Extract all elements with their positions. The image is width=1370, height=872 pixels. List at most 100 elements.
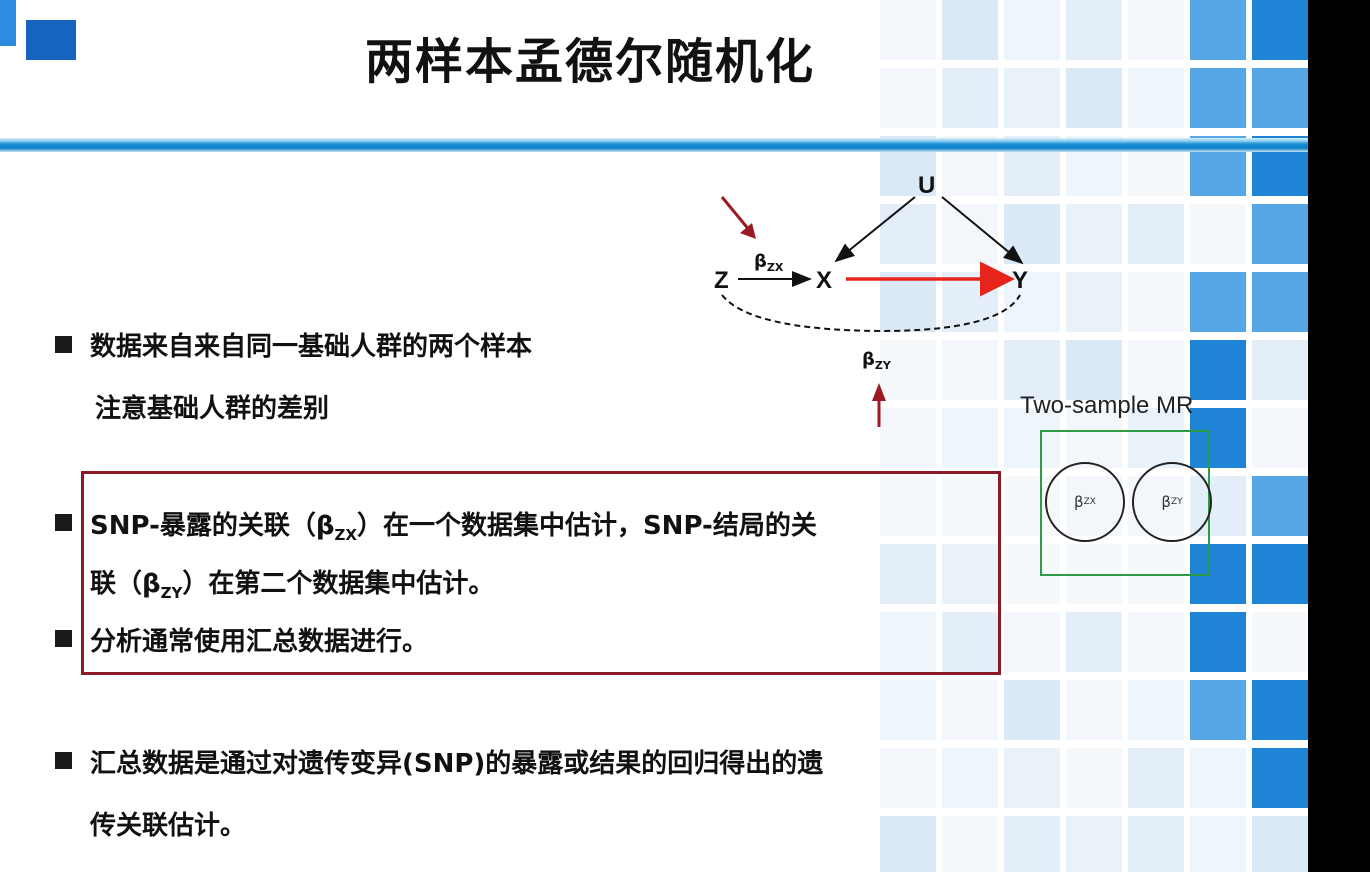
background-tile	[1190, 612, 1246, 672]
background-tile	[1004, 612, 1060, 672]
background-tile	[1252, 476, 1308, 536]
background-tile	[880, 748, 936, 808]
background-tile	[880, 680, 936, 740]
bullet-4-line-2: 传关联估计。	[90, 811, 247, 841]
beta-zx-label: βZX	[754, 251, 784, 274]
background-tile	[1252, 612, 1308, 672]
background-tile	[1190, 680, 1246, 740]
background-tile	[1252, 68, 1308, 128]
background-tile	[1066, 0, 1122, 60]
background-tile	[1252, 0, 1308, 60]
background-tile	[880, 68, 936, 128]
background-tile	[1190, 816, 1246, 872]
background-tile	[1004, 340, 1060, 400]
edge-u-y	[941, 196, 1024, 265]
background-tile	[880, 0, 936, 60]
bullet-square-icon	[55, 336, 72, 353]
node-z: Z	[714, 267, 729, 294]
background-tile	[1252, 544, 1308, 604]
background-tile	[1128, 272, 1184, 332]
bullet-2-line-1: SNP-暴露的关联（βZX）在一个数据集中估计，SNP-结局的关	[90, 511, 817, 544]
bullet-1-line-2: 注意基础人群的差别	[95, 394, 330, 424]
background-tile	[942, 340, 998, 400]
bullet-square-icon	[55, 752, 72, 769]
background-tile	[1190, 408, 1246, 468]
background-tile	[1066, 612, 1122, 672]
background-tile	[1066, 340, 1122, 400]
background-tile	[880, 476, 936, 536]
background-tile	[1128, 748, 1184, 808]
screen-edge	[1308, 0, 1370, 872]
background-tile	[880, 816, 936, 872]
background-tile	[1128, 68, 1184, 128]
background-tile	[880, 544, 936, 604]
background-tile	[1066, 204, 1122, 264]
bullet-square-icon	[55, 630, 72, 647]
corner-logo-icon	[0, 0, 76, 60]
background-tile	[942, 816, 998, 872]
background-tile	[1066, 408, 1122, 468]
background-tile	[1066, 68, 1122, 128]
background-tile	[1066, 816, 1122, 872]
background-tile	[1004, 0, 1060, 60]
background-tile	[1252, 340, 1308, 400]
background-tile	[942, 544, 998, 604]
mr-panel-label: Two-sample MR	[1020, 392, 1194, 419]
node-x: X	[816, 267, 832, 294]
background-tile	[1004, 680, 1060, 740]
background-tile	[942, 748, 998, 808]
background-tile	[942, 68, 998, 128]
background-tile	[880, 612, 936, 672]
background-tile	[942, 204, 998, 264]
bullet-square-icon	[55, 514, 72, 531]
background-tile	[1252, 272, 1308, 332]
highlight-box	[81, 471, 1001, 675]
background-tile	[1252, 816, 1308, 872]
header-divider	[0, 138, 1308, 152]
background-tile	[942, 408, 998, 468]
bullet-1-line-1: 数据来自来自同一基础人群的两个样本	[90, 332, 533, 362]
background-tile	[1004, 816, 1060, 872]
edge-z-y-dashed	[721, 294, 1021, 333]
node-u: U	[918, 172, 935, 199]
node-y: Y	[1012, 267, 1028, 294]
background-tile	[1190, 340, 1246, 400]
background-tile	[1066, 748, 1122, 808]
background-tile	[1128, 340, 1184, 400]
bullet-3-line-1: 分析通常使用汇总数据进行。	[90, 627, 429, 657]
background-tile	[1190, 68, 1246, 128]
background-tile	[1004, 68, 1060, 128]
background-tile	[1190, 204, 1246, 264]
background-tile	[942, 680, 998, 740]
background-tile	[1004, 408, 1060, 468]
background-tile	[942, 612, 998, 672]
background-tile	[1128, 816, 1184, 872]
background-tile	[1190, 272, 1246, 332]
background-tile	[942, 476, 998, 536]
background-tile	[1128, 680, 1184, 740]
background-tile	[1190, 0, 1246, 60]
slide-title: 两样本孟德尔随机化	[364, 34, 815, 90]
background-tile	[942, 0, 998, 60]
background-tile	[1252, 204, 1308, 264]
pointer-arrow-icon	[872, 383, 886, 427]
edge-u-x	[834, 196, 916, 263]
background-tile	[1128, 204, 1184, 264]
background-tile	[1252, 748, 1308, 808]
background-tile	[880, 272, 936, 332]
beta-zy-label: βZY	[862, 349, 892, 372]
background-tile-pattern	[880, 0, 1308, 872]
bullet-4-line-1: 汇总数据是通过对遗传变异(SNP)的暴露或结果的回归得出的遗	[90, 749, 824, 779]
background-tile	[880, 204, 936, 264]
background-tile	[1128, 0, 1184, 60]
background-tile	[1004, 748, 1060, 808]
background-tile	[1128, 408, 1184, 468]
background-tile	[1066, 272, 1122, 332]
background-tile	[1252, 408, 1308, 468]
pointer-arrow-icon	[720, 196, 756, 239]
bullet-2-line-2: 联（βZY）在第二个数据集中估计。	[90, 569, 495, 602]
mr-dag-diagram: U Z X Y βZX βZY	[714, 172, 1028, 427]
background-tile	[1066, 680, 1122, 740]
